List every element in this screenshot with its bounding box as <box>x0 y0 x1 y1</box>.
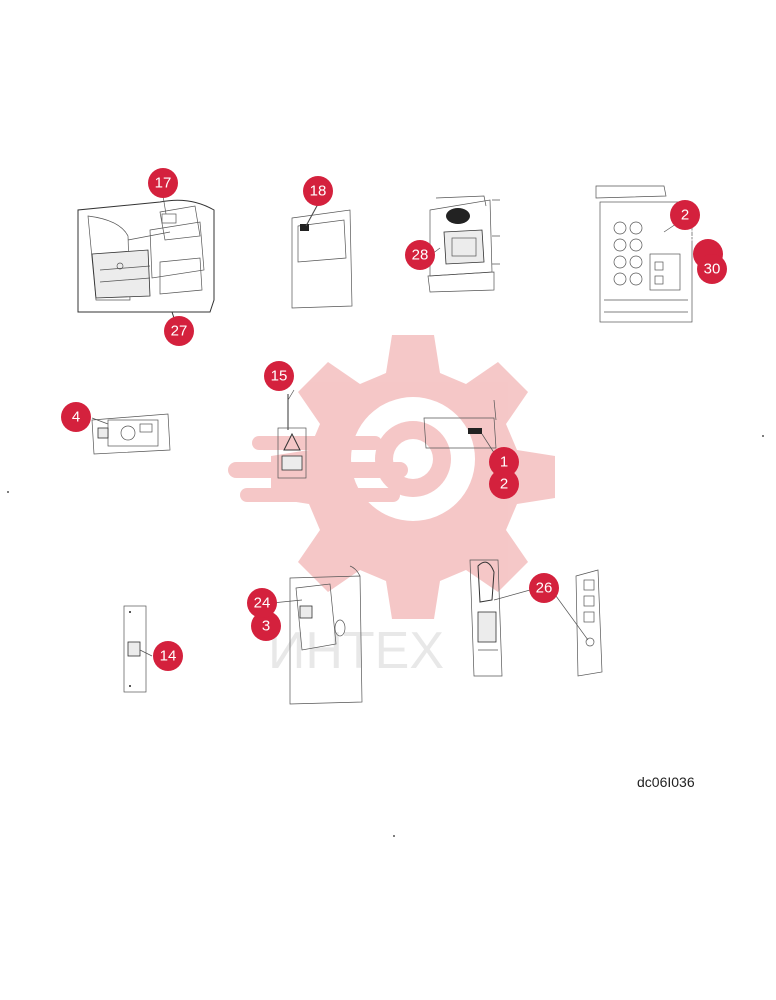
callout-26: 26 <box>529 573 559 603</box>
speck <box>7 491 9 493</box>
callout-1: 1 <box>489 447 519 477</box>
callout-15: 15 <box>264 361 294 391</box>
armrest-buttons-illustration <box>575 569 603 677</box>
callout-24: 24 <box>247 588 277 618</box>
svg-text:18: 18 <box>310 183 327 200</box>
drawing-code-label: dc06I036 <box>637 774 695 790</box>
svg-text:15: 15 <box>271 368 288 385</box>
callout-17: 17 <box>148 168 178 198</box>
svg-text:3: 3 <box>262 618 270 635</box>
svg-text:17: 17 <box>155 175 172 192</box>
side-strip-illustration <box>123 605 147 693</box>
leader-lines <box>91 195 677 657</box>
cab-seat-illustration <box>77 199 215 331</box>
callout-18: 18 <box>303 176 333 206</box>
joystick-console-illustration <box>469 559 503 677</box>
speck <box>762 435 764 437</box>
svg-text:30: 30 <box>704 261 721 278</box>
svg-text:1: 1 <box>500 454 508 471</box>
svg-text:2: 2 <box>500 476 508 493</box>
callout-28: 28 <box>405 240 435 270</box>
svg-text:2: 2 <box>681 207 689 224</box>
callout-29-label: 29 <box>680 228 697 245</box>
callout-27: 27 <box>164 316 194 346</box>
svg-text:27: 27 <box>171 323 188 340</box>
callout-14: 14 <box>153 641 183 671</box>
callout-2-engine: 2 <box>670 200 700 230</box>
svg-text:4: 4 <box>72 409 80 426</box>
svg-text:24: 24 <box>254 595 271 612</box>
door-illustration <box>289 565 363 705</box>
svg-text:14: 14 <box>160 648 177 665</box>
svg-text:29: 29 <box>680 228 697 245</box>
display-panel-illustration <box>91 413 171 455</box>
engine-illustration <box>595 185 693 323</box>
callout-4: 4 <box>61 402 91 432</box>
speck <box>393 835 395 837</box>
callout-30: 30 <box>697 254 727 284</box>
lever-plate-illustration <box>423 399 497 449</box>
watermark-gear-logo: ИНТЕХ <box>228 335 555 680</box>
watermark-text: ИНТЕХ <box>268 622 444 680</box>
callout-3: 3 <box>251 611 281 641</box>
door-panel-illustration <box>291 203 353 309</box>
svg-text:28: 28 <box>412 247 429 264</box>
svg-text:26: 26 <box>536 580 553 597</box>
radiator-block-illustration <box>427 195 500 293</box>
callout-2-lever: 2 <box>489 469 519 499</box>
